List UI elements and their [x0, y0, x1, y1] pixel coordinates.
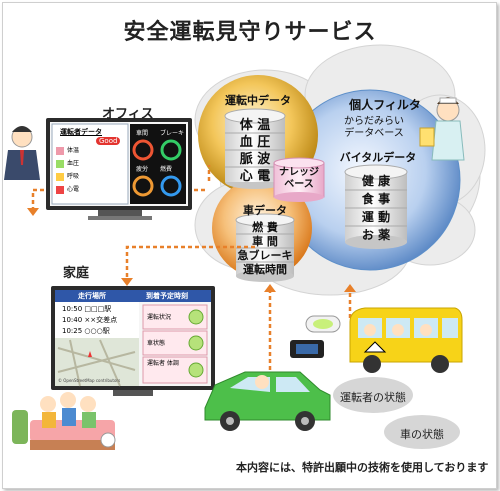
driving-item: 血 圧 — [239, 135, 271, 150]
devices — [290, 315, 341, 358]
vital-cylinder — [344, 164, 408, 249]
driver-state-label: 運転者の状態 — [340, 391, 406, 404]
office-panel-title: 運転者データ — [60, 128, 102, 136]
car-items: 燃 費 車 間 急ブレーキ 運転時間 — [233, 221, 297, 277]
driving-cylinder — [224, 108, 286, 189]
driving-data-title: 運転中データ — [225, 94, 291, 107]
green-car — [204, 371, 331, 431]
page-title: 安全運転見守りサービス — [123, 20, 377, 45]
office-tile-label: 疲労 — [136, 166, 149, 173]
car-cylinder — [235, 213, 295, 282]
home-time-row: 10:40 ××交差点 — [62, 316, 118, 324]
vital-data-title: バイタルデータ — [339, 151, 417, 164]
car-state-label: 車の状態 — [400, 428, 444, 441]
home-status-car: 車状態 — [147, 340, 166, 347]
office-tile-label: ブレーキ — [160, 130, 185, 137]
home-col-arrival: 到着予定時刻 — [146, 292, 188, 300]
home-status-driving: 運転状況 — [147, 314, 172, 321]
personal-filter-title: 個人フィルタ — [349, 98, 421, 112]
office-row: 体温 — [56, 145, 126, 158]
car-data-title: 車データ — [243, 204, 287, 217]
office-row: 心電 — [56, 184, 126, 197]
car-item: 車 間 — [252, 235, 278, 248]
school-bus — [349, 307, 463, 373]
vital-items: 健 康 食 事 運 動 お 薬 — [345, 174, 407, 246]
vital-item: 運 動 — [361, 210, 391, 224]
driving-item: 体 温 — [239, 118, 271, 133]
car-item: 急ブレーキ — [237, 249, 293, 262]
office-worker — [4, 126, 40, 180]
home-status-driver: 運転者 体調 — [147, 360, 179, 367]
vital-item: 健 康 — [361, 174, 391, 188]
office-tiles — [132, 139, 182, 197]
driving-item: 脈 波 — [239, 152, 271, 167]
office-good-badge: Good — [96, 137, 121, 145]
knowledge-label: ナレッジベース — [279, 167, 319, 190]
driving-items: 体 温 血 圧 脈 波 心 電 — [225, 118, 285, 186]
nurse-figure — [419, 97, 465, 161]
home-time-row: 10:25 ○○○駅 — [62, 327, 110, 335]
driving-item: 心 電 — [239, 169, 271, 184]
home-label: 家庭 — [63, 266, 90, 281]
family-illustration — [12, 392, 116, 450]
home-monitor — [51, 286, 215, 396]
office-row: 血圧 — [56, 158, 126, 171]
vital-item: 食 事 — [361, 192, 391, 206]
vital-item: お 薬 — [361, 228, 391, 242]
home-time-rows: 10:50 □□□駅 10:40 ××交差点 10:25 ○○○駅 — [62, 304, 138, 337]
home-time-row: 10:50 □□□駅 — [62, 305, 112, 313]
car-item: 運転時間 — [243, 263, 287, 276]
office-label: オフィス — [102, 107, 154, 122]
office-row: 呼吸 — [56, 171, 126, 184]
knowledge-cylinder — [273, 157, 325, 202]
office-tile-label: 車間 — [136, 130, 149, 137]
car-item: 燃 費 — [252, 221, 278, 234]
office-rows: 体温 血圧 呼吸 心電 — [56, 145, 126, 197]
personal-filter-subtitle: からだみらい データベース — [344, 116, 404, 139]
home-col-location: 走行場所 — [78, 292, 106, 300]
home-map-credit: © OpenStreetMap contributors — [58, 378, 121, 383]
office-tile-label: 燃費 — [160, 166, 173, 173]
car-state-ellipse — [384, 415, 460, 449]
footer-note: 本内容には、特許出願中の技術を使用しております — [236, 461, 489, 474]
driver-state-ellipse — [333, 377, 413, 413]
arrow-heads — [27, 208, 356, 292]
